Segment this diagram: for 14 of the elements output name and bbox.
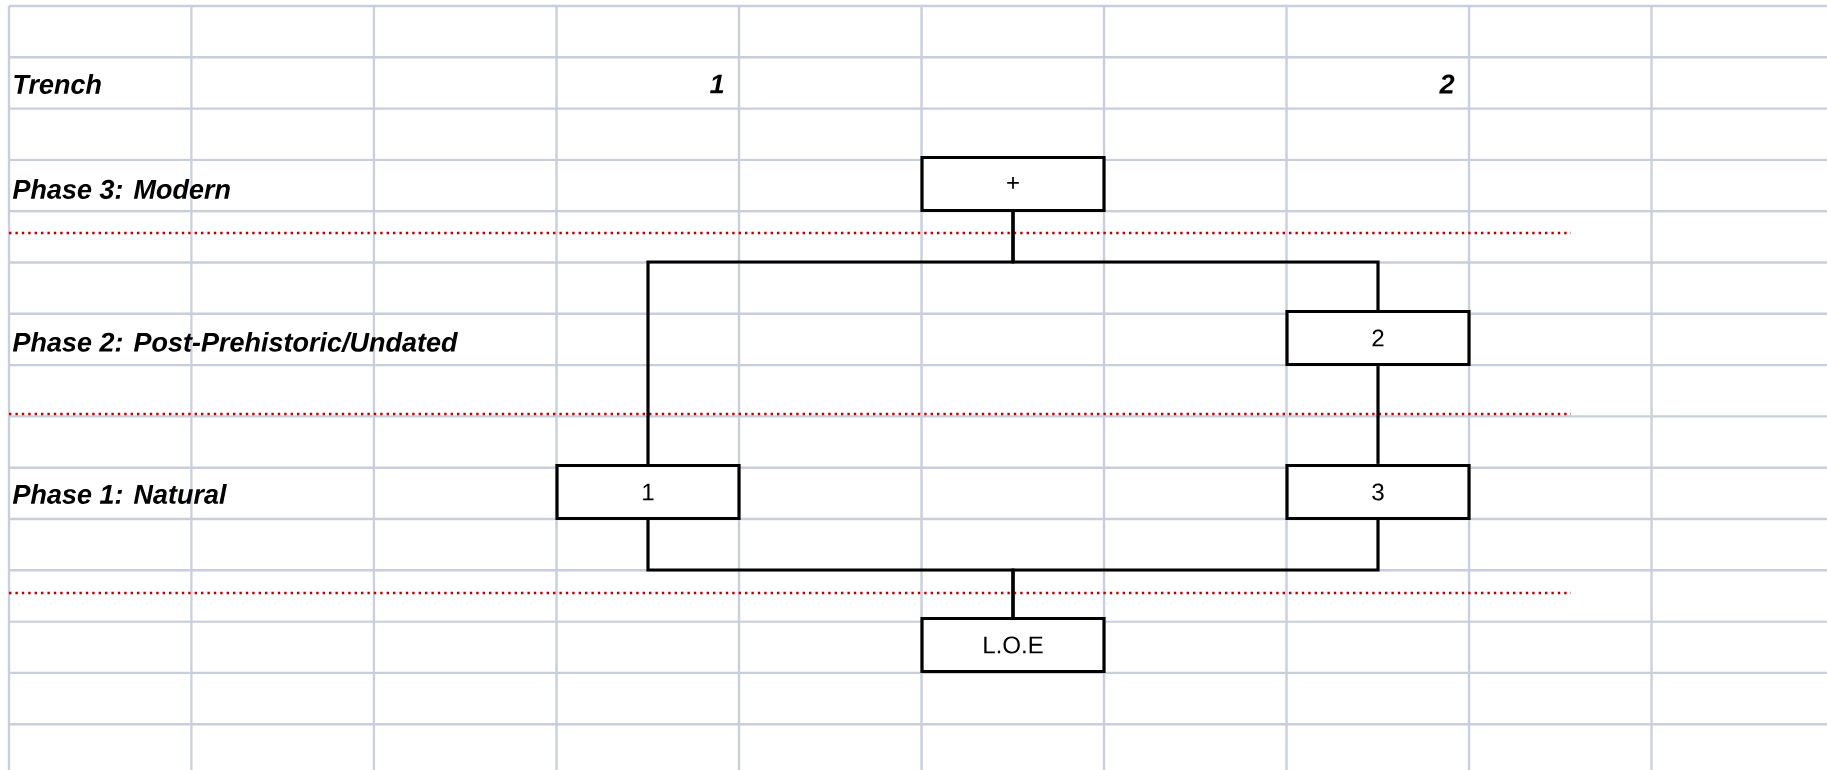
row-label: Phase 3: Modern — [12, 179, 230, 199]
row-label: Phase 1: Natural — [12, 484, 227, 504]
context-box: + — [920, 155, 1106, 213]
row-label: Phase 2: Post-Prehistoric/Undated — [12, 331, 458, 353]
context-box: 2 — [1285, 309, 1471, 367]
connector-line — [1011, 520, 1380, 617]
context-box: 1 — [555, 463, 741, 521]
connector-line — [1376, 366, 1380, 464]
row-label: 1 — [710, 74, 724, 94]
context-box: 3 — [1285, 463, 1471, 521]
connector-line — [1011, 212, 1380, 310]
context-box: L.O.E — [920, 616, 1106, 674]
row-label: 2 — [1439, 74, 1455, 94]
row-label: Trench — [14, 74, 101, 94]
